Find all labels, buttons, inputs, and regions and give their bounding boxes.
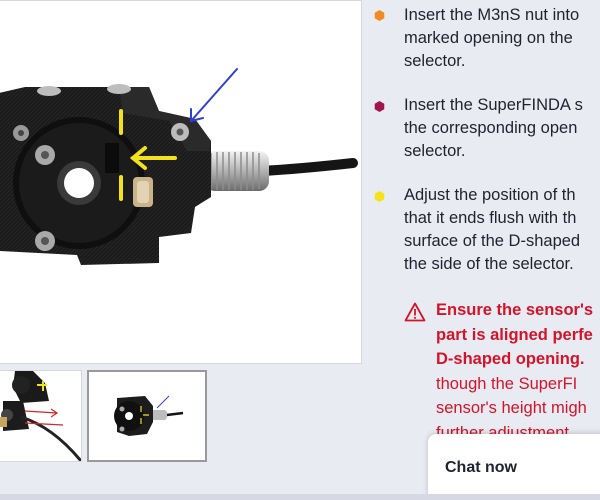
warning-line: sensor's height migh (436, 399, 587, 417)
step-line: surface of the D-shaped (404, 232, 581, 250)
hexagon-bullet-icon (374, 191, 385, 202)
step-line: that it ends flush with th (404, 209, 577, 227)
step-line: Adjust the position of th (404, 186, 576, 204)
step-text: Insert the SuperFINDA s the correspondin… (404, 94, 583, 163)
step-line: Insert the SuperFINDA s (404, 96, 583, 114)
step-line: the side of the selector. (404, 255, 574, 273)
step-line: the corresponding open (404, 119, 578, 137)
step-line: marked opening on the (404, 29, 573, 47)
warning-text: Ensure the sensor's part is aligned perf… (436, 298, 593, 445)
hexagon-bullet-icon (374, 101, 385, 112)
warning-strong-line: D-shaped opening. (436, 350, 585, 368)
warning-triangle-icon (404, 302, 426, 322)
chat-now-label: Chat now (445, 459, 517, 476)
step-text: Insert the M3nS nut into marked opening … (404, 4, 579, 73)
cable-routing-thumbnail-image (0, 371, 81, 461)
step-line: selector. (404, 52, 466, 70)
main-step-image[interactable] (0, 0, 362, 364)
sensor-assembly-thumbnail-image (89, 372, 205, 460)
step-line: selector. (404, 142, 466, 160)
warning-strong-line: part is aligned perfe (436, 325, 593, 344)
warning-strong-line: Ensure the sensor's (436, 301, 594, 319)
gallery-thumbnail[interactable] (0, 370, 82, 462)
step-text: Adjust the position of th that it ends f… (404, 184, 580, 276)
step-line: Insert the M3nS nut into (404, 6, 580, 24)
warning-line: though the SuperFI (436, 374, 578, 393)
bottom-divider (0, 494, 600, 500)
hexagon-bullet-icon (374, 10, 385, 21)
gallery-thumbnail-selected[interactable] (87, 370, 207, 462)
chat-now-button[interactable]: Chat now (428, 434, 600, 500)
selector-assembly-photo (0, 68, 358, 265)
